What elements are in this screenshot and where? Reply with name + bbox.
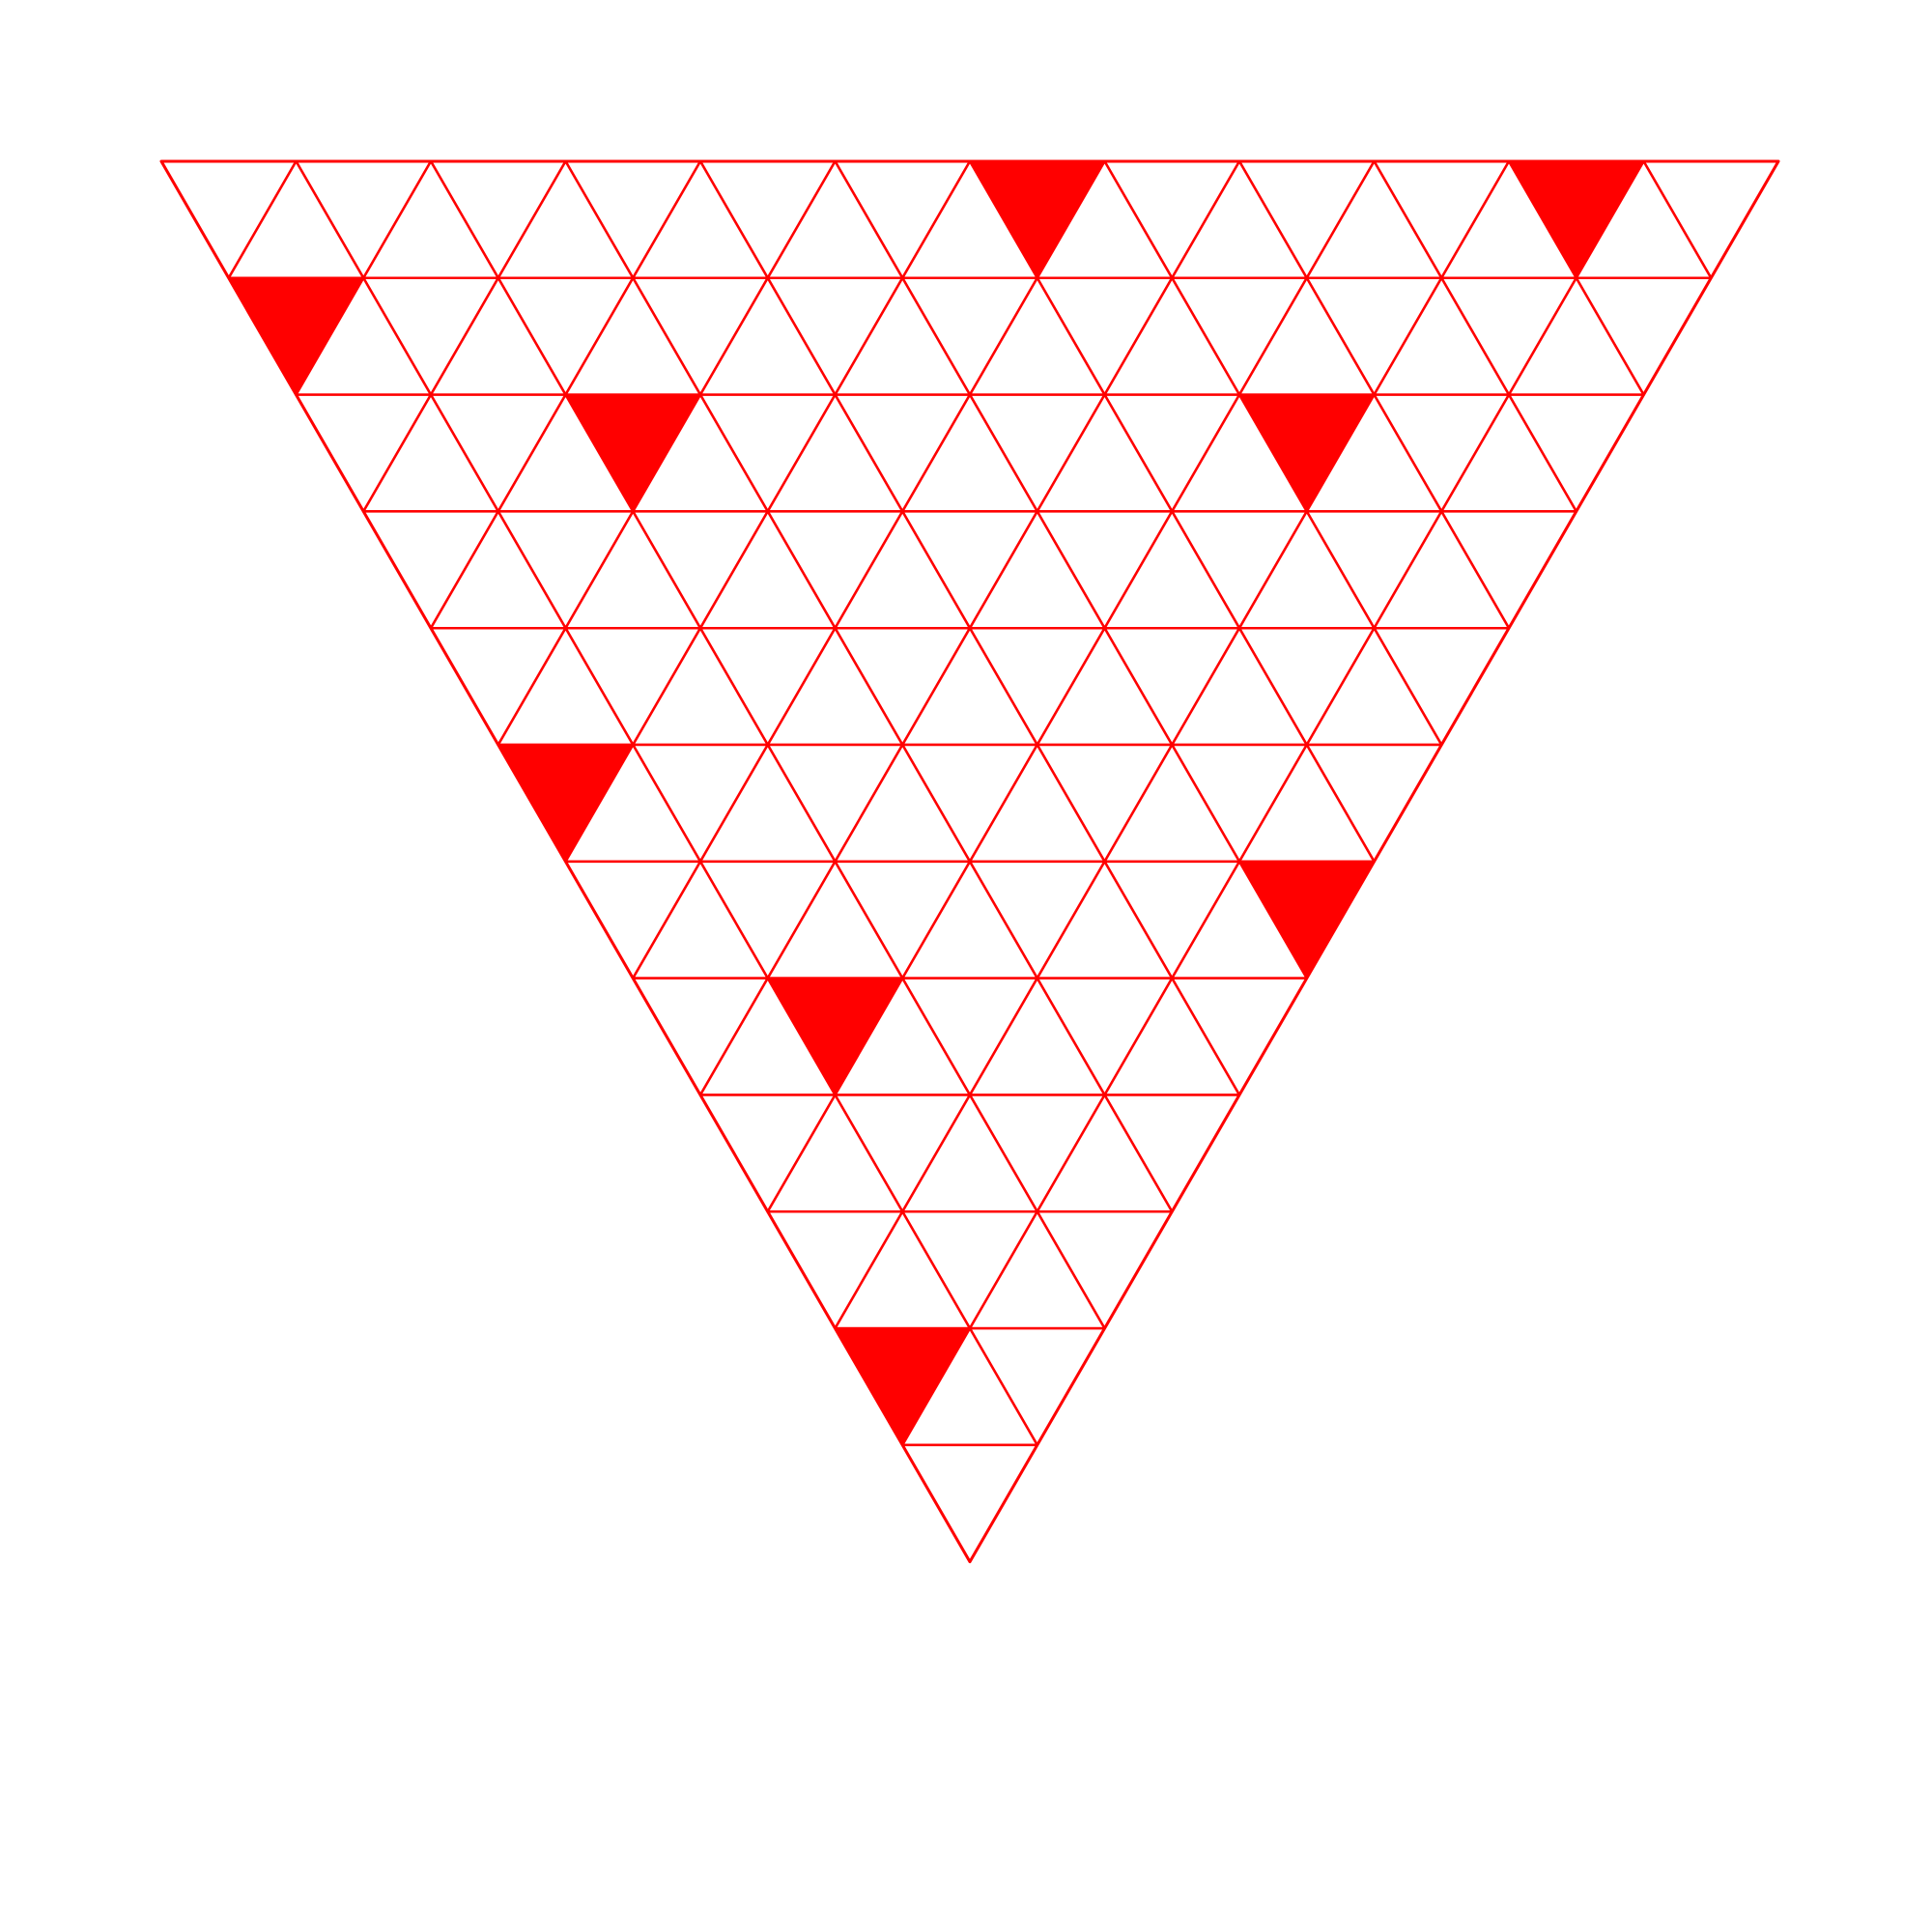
empty-down-cell[interactable]: [901, 1443, 1038, 1563]
grid-lines: [159, 159, 1780, 1564]
board-outline: [159, 159, 1780, 1564]
grid-cells: [159, 159, 1780, 1563]
